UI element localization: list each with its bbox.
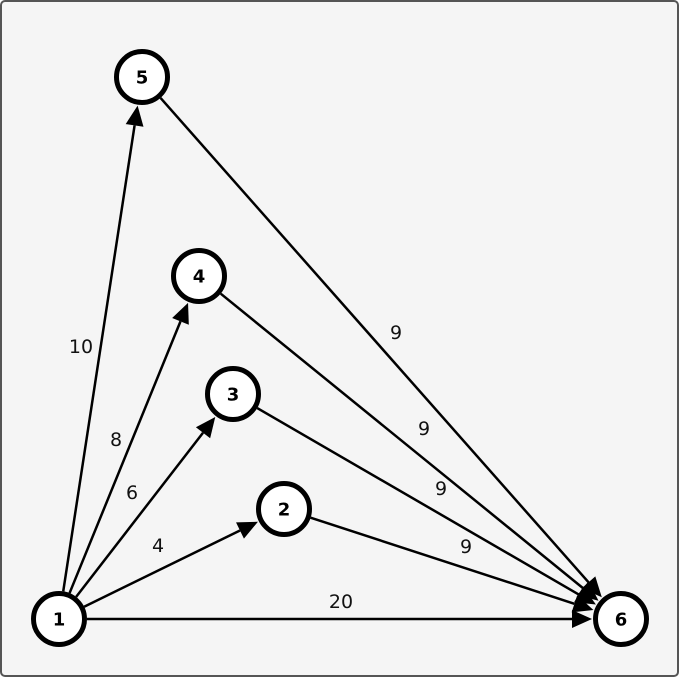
arrowhead-1-5 bbox=[125, 105, 144, 127]
edge-1-2 bbox=[83, 529, 241, 608]
edge-4-6 bbox=[219, 292, 584, 590]
node-2: 2 bbox=[256, 481, 312, 537]
node-6: 6 bbox=[593, 591, 649, 647]
edge-weight-1-4: 8 bbox=[110, 429, 122, 451]
node-circle-4 bbox=[171, 248, 227, 304]
arrowhead-1-2 bbox=[236, 521, 258, 539]
edge-3-6 bbox=[256, 406, 580, 596]
arrowhead-2-6 bbox=[571, 595, 594, 613]
node-circle-5 bbox=[114, 49, 170, 105]
edge-weight-2-6: 9 bbox=[460, 536, 472, 558]
edge-1-3 bbox=[75, 431, 205, 598]
edge-1-5 bbox=[62, 125, 136, 592]
edge-1-4 bbox=[68, 320, 182, 594]
node-label-1: 1 bbox=[53, 610, 66, 631]
arrowhead-5-6 bbox=[581, 576, 602, 598]
node-label-3: 3 bbox=[227, 385, 240, 406]
edge-weight-1-6: 20 bbox=[329, 591, 353, 613]
edge-weight-4-6: 9 bbox=[418, 418, 430, 440]
node-label-2: 2 bbox=[278, 500, 291, 521]
edge-weight-3-6: 9 bbox=[435, 478, 447, 500]
edges-layer bbox=[62, 97, 602, 628]
edge-weights-layer: 10 8 6 4 20 9 9 9 9 bbox=[69, 322, 472, 613]
edge-weight-1-2: 4 bbox=[152, 535, 164, 557]
nodes-layer: 1 2 3 4 5 6 bbox=[31, 49, 649, 647]
edge-weight-1-5: 10 bbox=[69, 336, 93, 358]
node-1: 1 bbox=[31, 591, 87, 647]
node-circle-2 bbox=[256, 481, 312, 537]
node-circle-1 bbox=[31, 591, 87, 647]
node-circle-6 bbox=[593, 591, 649, 647]
node-label-5: 5 bbox=[136, 68, 149, 89]
node-circle-3 bbox=[205, 366, 261, 422]
node-label-4: 4 bbox=[193, 267, 206, 288]
edge-weight-5-6: 9 bbox=[390, 322, 402, 344]
arrowhead-1-6 bbox=[572, 610, 592, 628]
edge-2-6 bbox=[310, 516, 575, 605]
node-label-6: 6 bbox=[615, 610, 628, 631]
node-4: 4 bbox=[171, 248, 227, 304]
edge-weight-1-3: 6 bbox=[126, 482, 138, 504]
arrowhead-1-4 bbox=[172, 302, 189, 325]
edge-5-6 bbox=[159, 97, 590, 584]
arrowhead-1-3 bbox=[195, 416, 216, 439]
node-5: 5 bbox=[114, 49, 170, 105]
node-3: 3 bbox=[205, 366, 261, 422]
